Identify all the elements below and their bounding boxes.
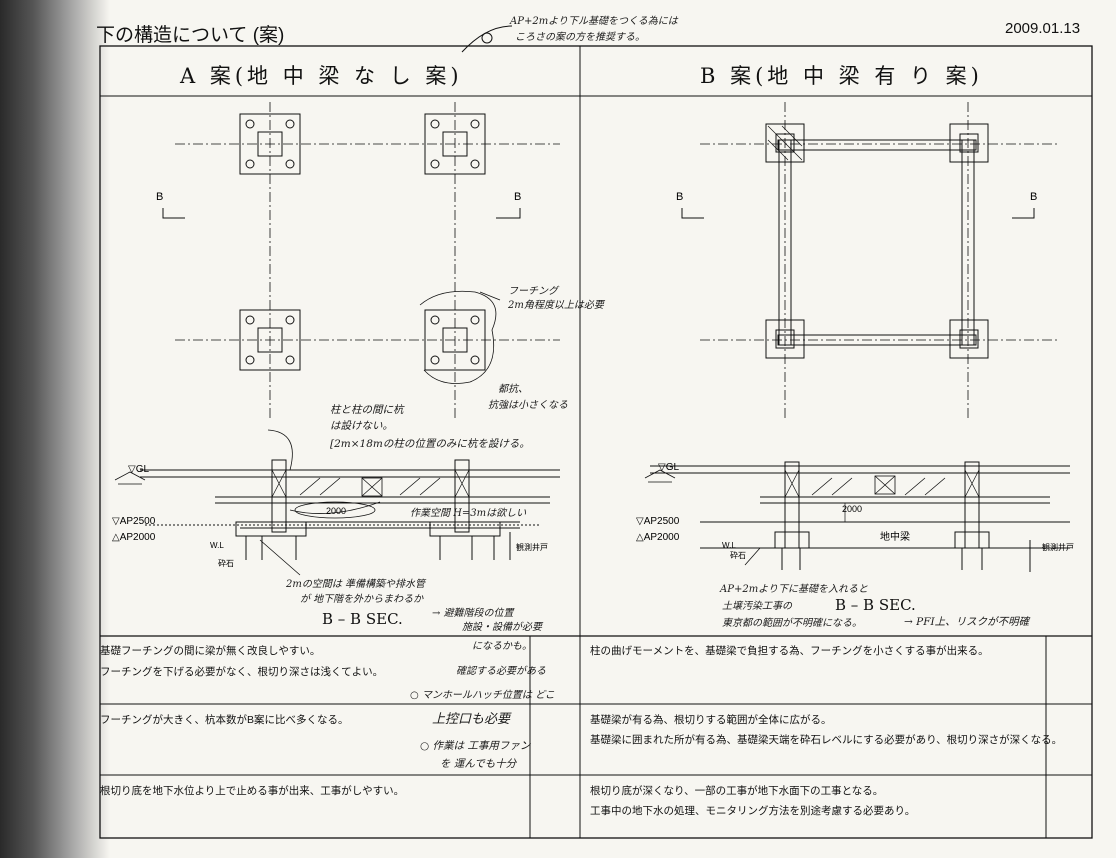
a-footing-note-1: フーチング — [508, 286, 558, 297]
b-section-tag-left: B — [676, 191, 683, 203]
b-note-2: 土壌汚染工事の — [722, 601, 792, 612]
row2-a-line1: フーチングが大きく、杭本数がB案に比べ多くなる。 — [100, 714, 349, 726]
a-section-title: B – B SEC. — [322, 610, 403, 628]
a-footing-bl — [239, 309, 301, 371]
a-work-note-1: ○ 作業は 工事用ファン — [420, 740, 531, 752]
a-drain-note-2: 施設・設備が必要 — [462, 622, 542, 633]
a-column-heading: A 案(地 中 梁 な し 案) — [180, 64, 463, 88]
a-footing-br — [419, 290, 501, 384]
row3-a-line1: 根切り底を地下水位より上で止める事が出来、工事がしやすい。 — [100, 785, 405, 797]
b-note-3: 東京都の範囲が不明確になる。 — [722, 618, 862, 629]
row1-a-line1: 基礎フーチングの間に梁が無く改良しやすい。 — [100, 645, 321, 657]
a-gl-label: ▽GL — [128, 464, 149, 475]
row2-b-line2: 基礎梁に囲まれた所が有る為、基礎梁天端を砕石レベルにする必要があり、根切り深さが… — [590, 734, 1063, 746]
document-title: 下の構造について (案) — [96, 25, 285, 46]
a-confirm-note: 確認する必要がある — [456, 666, 546, 677]
row2-b-line1: 基礎梁が有る為、根切りする範囲が全体に広がる。 — [590, 714, 832, 726]
a-pile-note-2: 抗強は小さくなる — [488, 400, 568, 411]
b-well-label: 観測井戸 — [1042, 542, 1074, 552]
top-handwritten-note-2: ころさの案の方を推奨する。 — [515, 32, 645, 43]
a-height-note: 作業空間 H=3mは欲しい — [410, 508, 527, 519]
b-ap2500-label: ▽AP2500 — [636, 516, 680, 527]
a-footing-tr — [424, 113, 486, 175]
a-space-note-3: になるかも。 — [472, 641, 532, 652]
row3-b-line1: 根切り底が深くなり、一部の工事が地下水面下の工事となる。 — [590, 785, 884, 797]
a-between-note-1: 柱と柱の間に杭 — [330, 404, 404, 416]
row1-b-line1: 柱の曲げモーメントを、基礎梁で負担する為、フーチングを小さくする事が出来る。 — [590, 645, 989, 657]
a-section-marker-right — [496, 208, 521, 219]
a-well-label: 観測井戸 — [516, 542, 548, 552]
b-section-title: B – B SEC. — [835, 596, 916, 614]
a-space-note-2: が 地下階を外からまわるか — [300, 594, 424, 605]
a-section-tag-right: B — [514, 191, 521, 203]
row3-b-line2: 工事中の地下水の処理、モニタリング方法を別途考慮する必要あり。 — [590, 805, 916, 817]
a-space-note-1: 2mの空間は 準備構築や排水管 — [286, 579, 426, 590]
b-gravel-label: 砕石 — [730, 550, 746, 560]
b-column-heading: B 案(地 中 梁 有 り 案) — [700, 64, 983, 88]
b-gl-label: ▽GL — [658, 462, 679, 473]
a-section-drawing — [114, 429, 560, 576]
b-section-marker-right — [1012, 208, 1035, 219]
a-ap2000-label: △AP2000 — [112, 532, 156, 543]
a-pile-note-1: 都抗、 — [498, 384, 528, 395]
row1-a-line2: フーチングを下げる必要がなく、根切り深さは浅くてよい。 — [100, 666, 384, 678]
a-section-tag-left: B — [156, 191, 163, 203]
b-ap2000-label: △AP2000 — [636, 532, 680, 543]
scan-shadow — [0, 0, 110, 858]
a-footing-tl — [239, 113, 301, 175]
b-dim-label: 2000 — [842, 504, 862, 514]
b-footings — [765, 123, 989, 359]
a-footing-note-2: 2m角程度以上は必要 — [508, 300, 604, 311]
a-dim-label: 2000 — [326, 506, 346, 516]
b-section-tag-right: B — [1030, 191, 1037, 203]
a-wl-label: W.L — [210, 541, 224, 550]
a-access-note: 上控口も必要 — [432, 712, 511, 727]
b-ground-beams — [777, 139, 977, 346]
document-date: 2009.01.13 — [1005, 20, 1081, 37]
outer-frame — [99, 45, 1093, 839]
b-section-marker-left — [681, 208, 704, 219]
b-beam-label: 地中梁 — [880, 530, 910, 543]
a-manhole-note: ○ マンホールハッチ位置は どこ — [410, 690, 555, 701]
a-between-note-2: は設けない。 — [330, 420, 393, 432]
top-note-leader — [461, 25, 513, 53]
b-risk-note: → PFI上、リスクが不明確 — [904, 616, 1030, 628]
b-section-drawing — [644, 461, 1070, 572]
a-work-note-2: を 運んでも十分 — [440, 758, 517, 770]
a-ap2500-label: ▽AP2500 — [112, 516, 156, 527]
top-handwritten-note-1: AP+2mより下ル基礎をつくる為には — [510, 16, 678, 27]
b-wl-label: W.L — [722, 541, 736, 550]
top-note-mark — [481, 32, 493, 44]
a-grid-note: [2m×18mの柱の位置のみに杭を設ける。 — [330, 438, 530, 450]
a-drain-note-1: → 避難階段の位置 — [432, 608, 514, 619]
a-section-marker-left — [162, 208, 185, 219]
b-note-1: AP+2mより下に基礎を入れると — [720, 584, 868, 595]
a-gravel-label: 砕石 — [218, 558, 234, 568]
